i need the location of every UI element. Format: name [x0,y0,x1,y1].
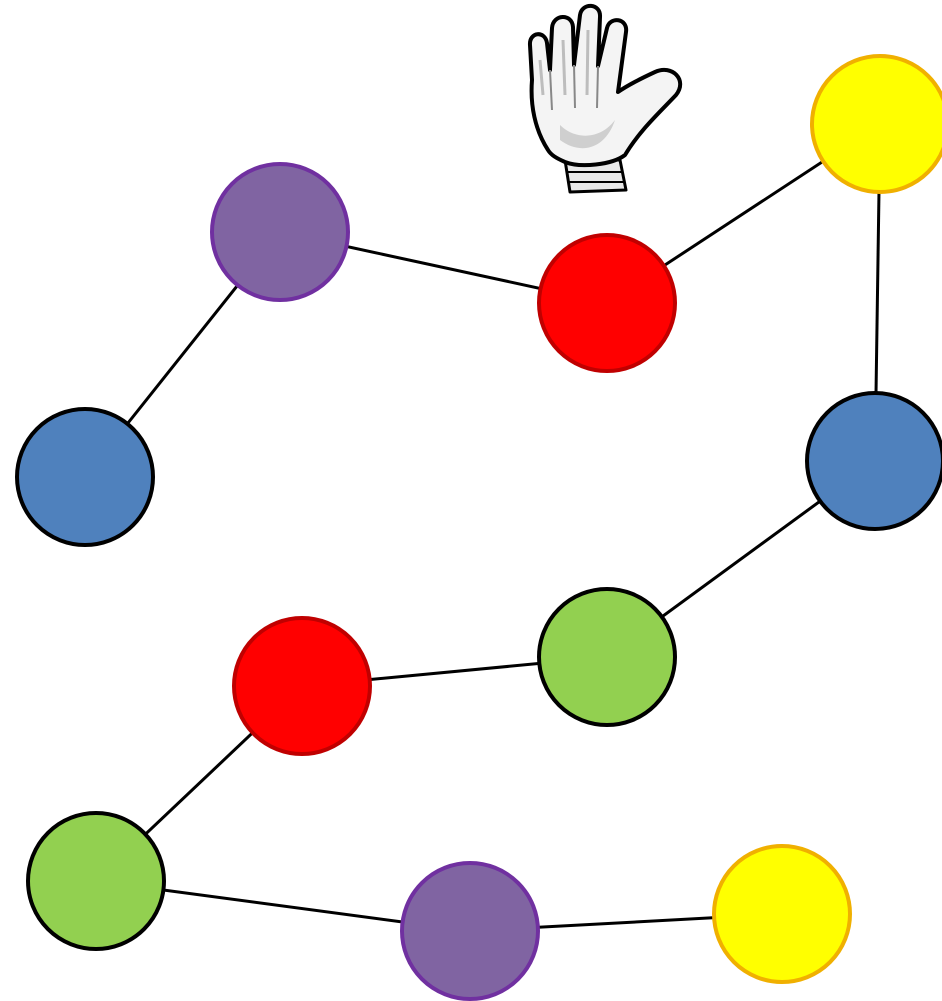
node-red-n7 [234,618,370,754]
node-yellow-n10 [714,846,850,982]
node-green-n8 [28,813,164,949]
node-purple-n2 [212,164,348,300]
raised-hand-icon [530,6,680,192]
edges-layer [85,124,880,931]
node-yellow-n4 [812,56,942,192]
node-red-n3 [539,235,675,371]
nodes-layer [17,56,942,999]
node-green-n6 [539,589,675,725]
node-purple-n9 [402,863,538,999]
node-blue-n5 [807,393,942,529]
node-blue-n1 [17,409,153,545]
